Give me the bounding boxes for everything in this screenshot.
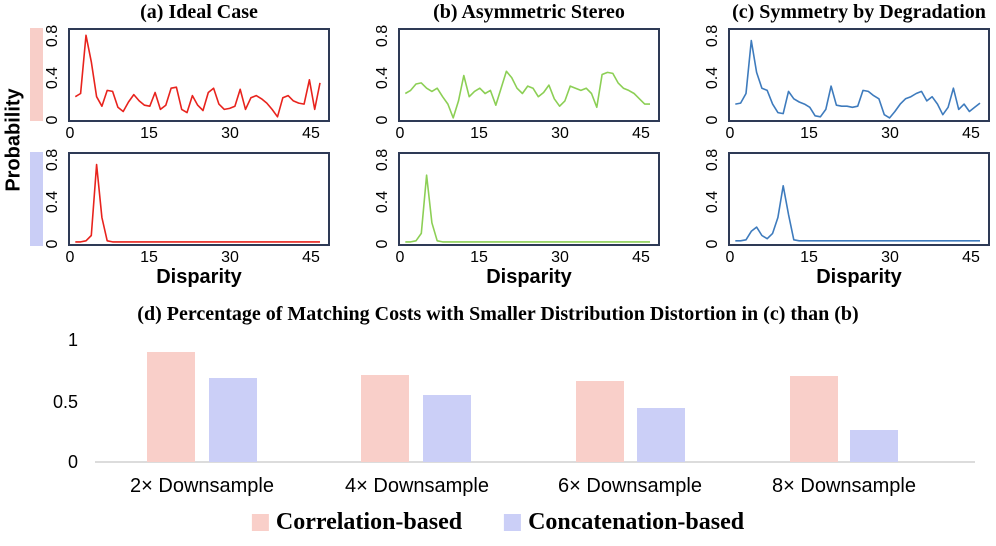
x-tick: 0 [65, 249, 75, 266]
bar-concatenation-4x [423, 394, 471, 462]
x-tick: 15 [470, 125, 488, 142]
y-tick: 0.8 [704, 24, 721, 48]
x-tick: 30 [881, 125, 899, 142]
x-tick: 45 [632, 125, 650, 142]
plot-area [68, 28, 330, 122]
chart-title: (b) Asymmetric Stereo [433, 1, 625, 23]
legend-label: Correlation-based [275, 509, 463, 535]
x-axis-label-disparity: Disparity [486, 266, 572, 288]
x-tick: 45 [302, 249, 320, 266]
y-tick: 0.8 [374, 148, 391, 172]
line-chart-ideal-case-peaked: 0.8 0.4 0 0 15 30 45 Disparity [44, 149, 330, 288]
x-tick: 15 [470, 249, 488, 266]
x-tick: 0 [65, 125, 75, 142]
bar-chart-baseline [95, 461, 975, 463]
bar-correlation-2x [147, 352, 195, 462]
category-label-8x: 8× Downsample [772, 475, 916, 497]
row1-correlation-swatch-bar [30, 28, 43, 121]
legend-item-correlation: Correlation-based [251, 509, 463, 536]
x-axis-label-disparity: Disparity [816, 266, 902, 288]
y-tick: 0.4 [44, 190, 61, 214]
x-tick: 30 [551, 249, 569, 266]
x-tick: 0 [395, 125, 405, 142]
category-label-4x: 4× Downsample [345, 475, 489, 497]
correlation-color-swatch [251, 514, 269, 531]
y-tick: 0 [44, 239, 61, 249]
bar-correlation-8x [790, 375, 838, 462]
x-tick: 15 [140, 249, 158, 266]
legend-label: Concatenation-based [528, 509, 745, 535]
x-tick: 45 [962, 125, 980, 142]
x-tick: 15 [800, 249, 818, 266]
line-chart-symmetry-by-degradation: (c) Symmetry by Degradation 0.8 0.4 0 0 … [704, 1, 990, 142]
x-tick: 0 [725, 249, 735, 266]
x-tick: 45 [632, 249, 650, 266]
y-tick: 0.4 [704, 190, 721, 214]
line-chart-ideal-case: (a) Ideal Case 0.8 0.4 0 0 15 30 45 [44, 1, 330, 142]
x-tick: 30 [221, 249, 239, 266]
x-tick: 0 [725, 125, 735, 142]
line-chart-asymmetric-stereo-peaked: 0.8 0.4 0 0 15 30 45 Disparity [374, 149, 660, 288]
y-tick: 0 [374, 239, 391, 249]
legend: Correlation-based Concatenation-based [251, 509, 744, 536]
bar-y-tick: 0 [67, 452, 78, 472]
y-tick: 0.4 [704, 66, 721, 90]
y-axis-label-probability: Probability [2, 88, 25, 192]
x-tick: 45 [962, 249, 980, 266]
x-tick: 45 [302, 125, 320, 142]
plot-area [398, 28, 660, 122]
bar-y-tick: 0.5 [52, 392, 78, 412]
concatenation-color-swatch [504, 514, 522, 531]
y-tick: 0.8 [374, 24, 391, 48]
plot-area [68, 152, 330, 246]
line-chart-degradation-peaked: 0.8 0.4 0 0 15 30 45 Disparity [704, 149, 990, 288]
legend-item-concatenation: Concatenation-based [504, 509, 744, 536]
row2-concatenation-swatch-bar [30, 152, 43, 246]
bar-concatenation-8x [850, 429, 898, 462]
y-tick: 0.8 [44, 148, 61, 172]
plot-area [728, 152, 990, 246]
bar-correlation-4x [361, 374, 409, 462]
y-tick: 0.4 [44, 66, 61, 90]
x-tick: 0 [395, 249, 405, 266]
bar-correlation-6x [576, 380, 624, 462]
category-label-6x: 6× Downsample [558, 475, 702, 497]
y-tick: 0.8 [44, 24, 61, 48]
y-tick: 0.4 [374, 66, 391, 90]
category-label-2x: 2× Downsample [130, 475, 274, 497]
x-axis-label-disparity: Disparity [156, 266, 242, 288]
x-tick: 15 [140, 125, 158, 142]
line-chart-asymmetric-stereo: (b) Asymmetric Stereo 0.8 0.4 0 0 15 30 … [374, 1, 660, 142]
y-tick: 0 [704, 239, 721, 249]
y-tick: 0 [44, 115, 61, 125]
plot-area [398, 152, 660, 246]
y-tick: 0 [704, 115, 721, 125]
chart-title: (a) Ideal Case [140, 1, 258, 23]
plot-area [728, 28, 990, 122]
bar-concatenation-6x [637, 408, 685, 462]
chart-title: (c) Symmetry by Degradation [732, 1, 986, 23]
bar-concatenation-2x [209, 378, 257, 462]
x-tick: 30 [221, 125, 239, 142]
y-tick: 0.8 [704, 148, 721, 172]
y-tick: 0 [374, 115, 391, 125]
y-tick: 0.4 [374, 190, 391, 214]
x-tick: 30 [551, 125, 569, 142]
x-tick: 15 [800, 125, 818, 142]
x-tick: 30 [881, 249, 899, 266]
bar-chart-title: (d) Percentage of Matching Costs with Sm… [137, 303, 859, 325]
bar-y-tick: 1 [67, 330, 78, 350]
